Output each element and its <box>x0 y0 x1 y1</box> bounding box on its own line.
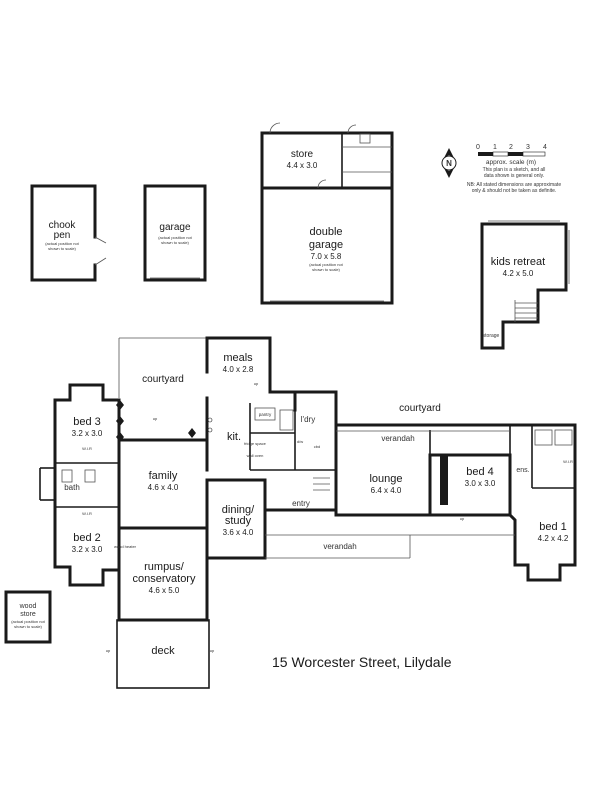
kids-retreat-dims: 4.2 x 5.0 <box>503 269 534 278</box>
rumpus-label-2: conservatory <box>133 573 196 585</box>
bed4-dims: 3.0 x 3.0 <box>465 479 496 488</box>
garage-note-1: (actual position not <box>158 235 192 240</box>
kids-retreat-building <box>480 220 570 350</box>
property-address: 15 Worcester Street, Lilydale <box>272 654 452 670</box>
rumpus-dims: 4.6 x 5.0 <box>149 586 180 595</box>
bed2-label: bed 2 <box>73 532 101 544</box>
scale-bar <box>478 151 546 157</box>
chook-pen-label-2: pen <box>54 230 71 241</box>
fridge-label: fridge space <box>244 441 267 446</box>
scale-note-4: only & should not be taken as definite. <box>472 188 557 194</box>
wood-store-label-1: wood <box>19 603 37 610</box>
bed2-dims: 3.2 x 3.0 <box>72 545 103 554</box>
store-label: store <box>291 149 314 160</box>
storage-label: storage <box>483 333 500 339</box>
scale-note-3: NB: All stated dimensions are approximat… <box>467 182 561 188</box>
bed1-label: bed 1 <box>539 521 567 533</box>
up-label-deck-right: up <box>210 648 215 653</box>
wood-store-note-1: (actual position not <box>11 619 45 624</box>
dishwasher-label: d/w <box>297 439 303 444</box>
up-label-meals: up <box>254 381 259 386</box>
north-label: N <box>446 159 452 168</box>
bed3-label: bed 3 <box>73 416 101 428</box>
scale-note-2: data shown is general only. <box>484 173 544 179</box>
scale-tick-2: 2 <box>509 144 513 151</box>
up-label-verandah: up <box>460 516 465 521</box>
garage-label: garage <box>159 222 191 233</box>
lounge-dims: 6.4 x 4.0 <box>371 486 402 495</box>
chook-pen-note-2: shown to scale) <box>48 246 76 251</box>
up-label-deck-left: up <box>106 648 111 653</box>
bed1-dims: 4.2 x 4.2 <box>538 534 569 543</box>
bath-label: bath <box>64 483 80 492</box>
double-garage-label-2: garage <box>309 239 343 251</box>
garage-note-2: shown to scale) <box>161 240 189 245</box>
verandah-north-label: verandah <box>381 434 414 443</box>
family-label: family <box>149 470 178 482</box>
courtyard-west-label: courtyard <box>142 374 184 385</box>
chook-pen-building <box>30 184 107 282</box>
deck-label: deck <box>151 645 175 657</box>
north-arrow-icon <box>441 148 457 178</box>
main-house-walls <box>39 336 577 689</box>
kids-retreat-label: kids retreat <box>491 256 545 268</box>
chook-pen-note-1: (actual position not <box>45 241 79 246</box>
wood-store-label-2: store <box>20 611 36 618</box>
bed3-dims: 3.2 x 3.0 <box>72 429 103 438</box>
scale-note-1: This plan is a sketch, and all <box>483 167 546 173</box>
ensuite-label: ens. <box>516 467 529 474</box>
verandah-south-label: verandah <box>323 542 356 551</box>
dining-dims: 3.6 x 4.0 <box>223 528 254 537</box>
scale-tick-3: 3 <box>526 144 530 151</box>
wood-store-note-2: shown to scale) <box>14 624 42 629</box>
double-garage-label-1: double <box>309 226 342 238</box>
up-label-courtyard: up <box>153 416 158 421</box>
bed4-label: bed 4 <box>466 466 494 478</box>
dining-label-1: dining/ <box>222 504 255 516</box>
chook-pen-label-1: chook <box>49 220 77 231</box>
scale-label: approx. scale (m) <box>486 159 536 166</box>
wall-oven-label: wall oven <box>247 453 264 458</box>
kitchen-label: kit. <box>227 431 241 443</box>
meals-dims: 4.0 x 2.8 <box>223 365 254 374</box>
garage-building <box>143 184 207 282</box>
wood-heater-label: wood heater <box>114 544 137 549</box>
scale-tick-4: 4 <box>543 144 547 151</box>
scale-tick-1: 1 <box>493 144 497 151</box>
laundry-label: l'dry <box>301 415 315 424</box>
entry-label: entry <box>292 499 310 508</box>
bed2-wir-label: W.I.R <box>82 511 92 516</box>
courtyard-north-label: courtyard <box>399 403 441 414</box>
meals-label: meals <box>223 352 253 364</box>
double-garage-building <box>260 122 394 305</box>
cbd-label: cbd <box>314 444 320 449</box>
dining-label-2: study <box>225 515 252 527</box>
lounge-label: lounge <box>369 473 402 485</box>
double-garage-dims: 7.0 x 5.8 <box>311 252 342 261</box>
wood-store-building <box>4 590 52 644</box>
double-garage-note-2: shown to scale) <box>312 267 340 272</box>
store-dims: 4.4 x 3.0 <box>287 161 318 170</box>
family-dims: 4.6 x 4.0 <box>148 483 179 492</box>
double-garage-note-1: (actual position not <box>309 262 343 267</box>
scale-tick-0: 0 <box>476 144 480 151</box>
bed1-wir-label: W.I.R <box>563 459 573 464</box>
rumpus-label-1: rumpus/ <box>144 561 185 573</box>
pantry-label: pantry <box>259 412 272 417</box>
bed3-wir-label: W.I.R <box>82 446 92 451</box>
